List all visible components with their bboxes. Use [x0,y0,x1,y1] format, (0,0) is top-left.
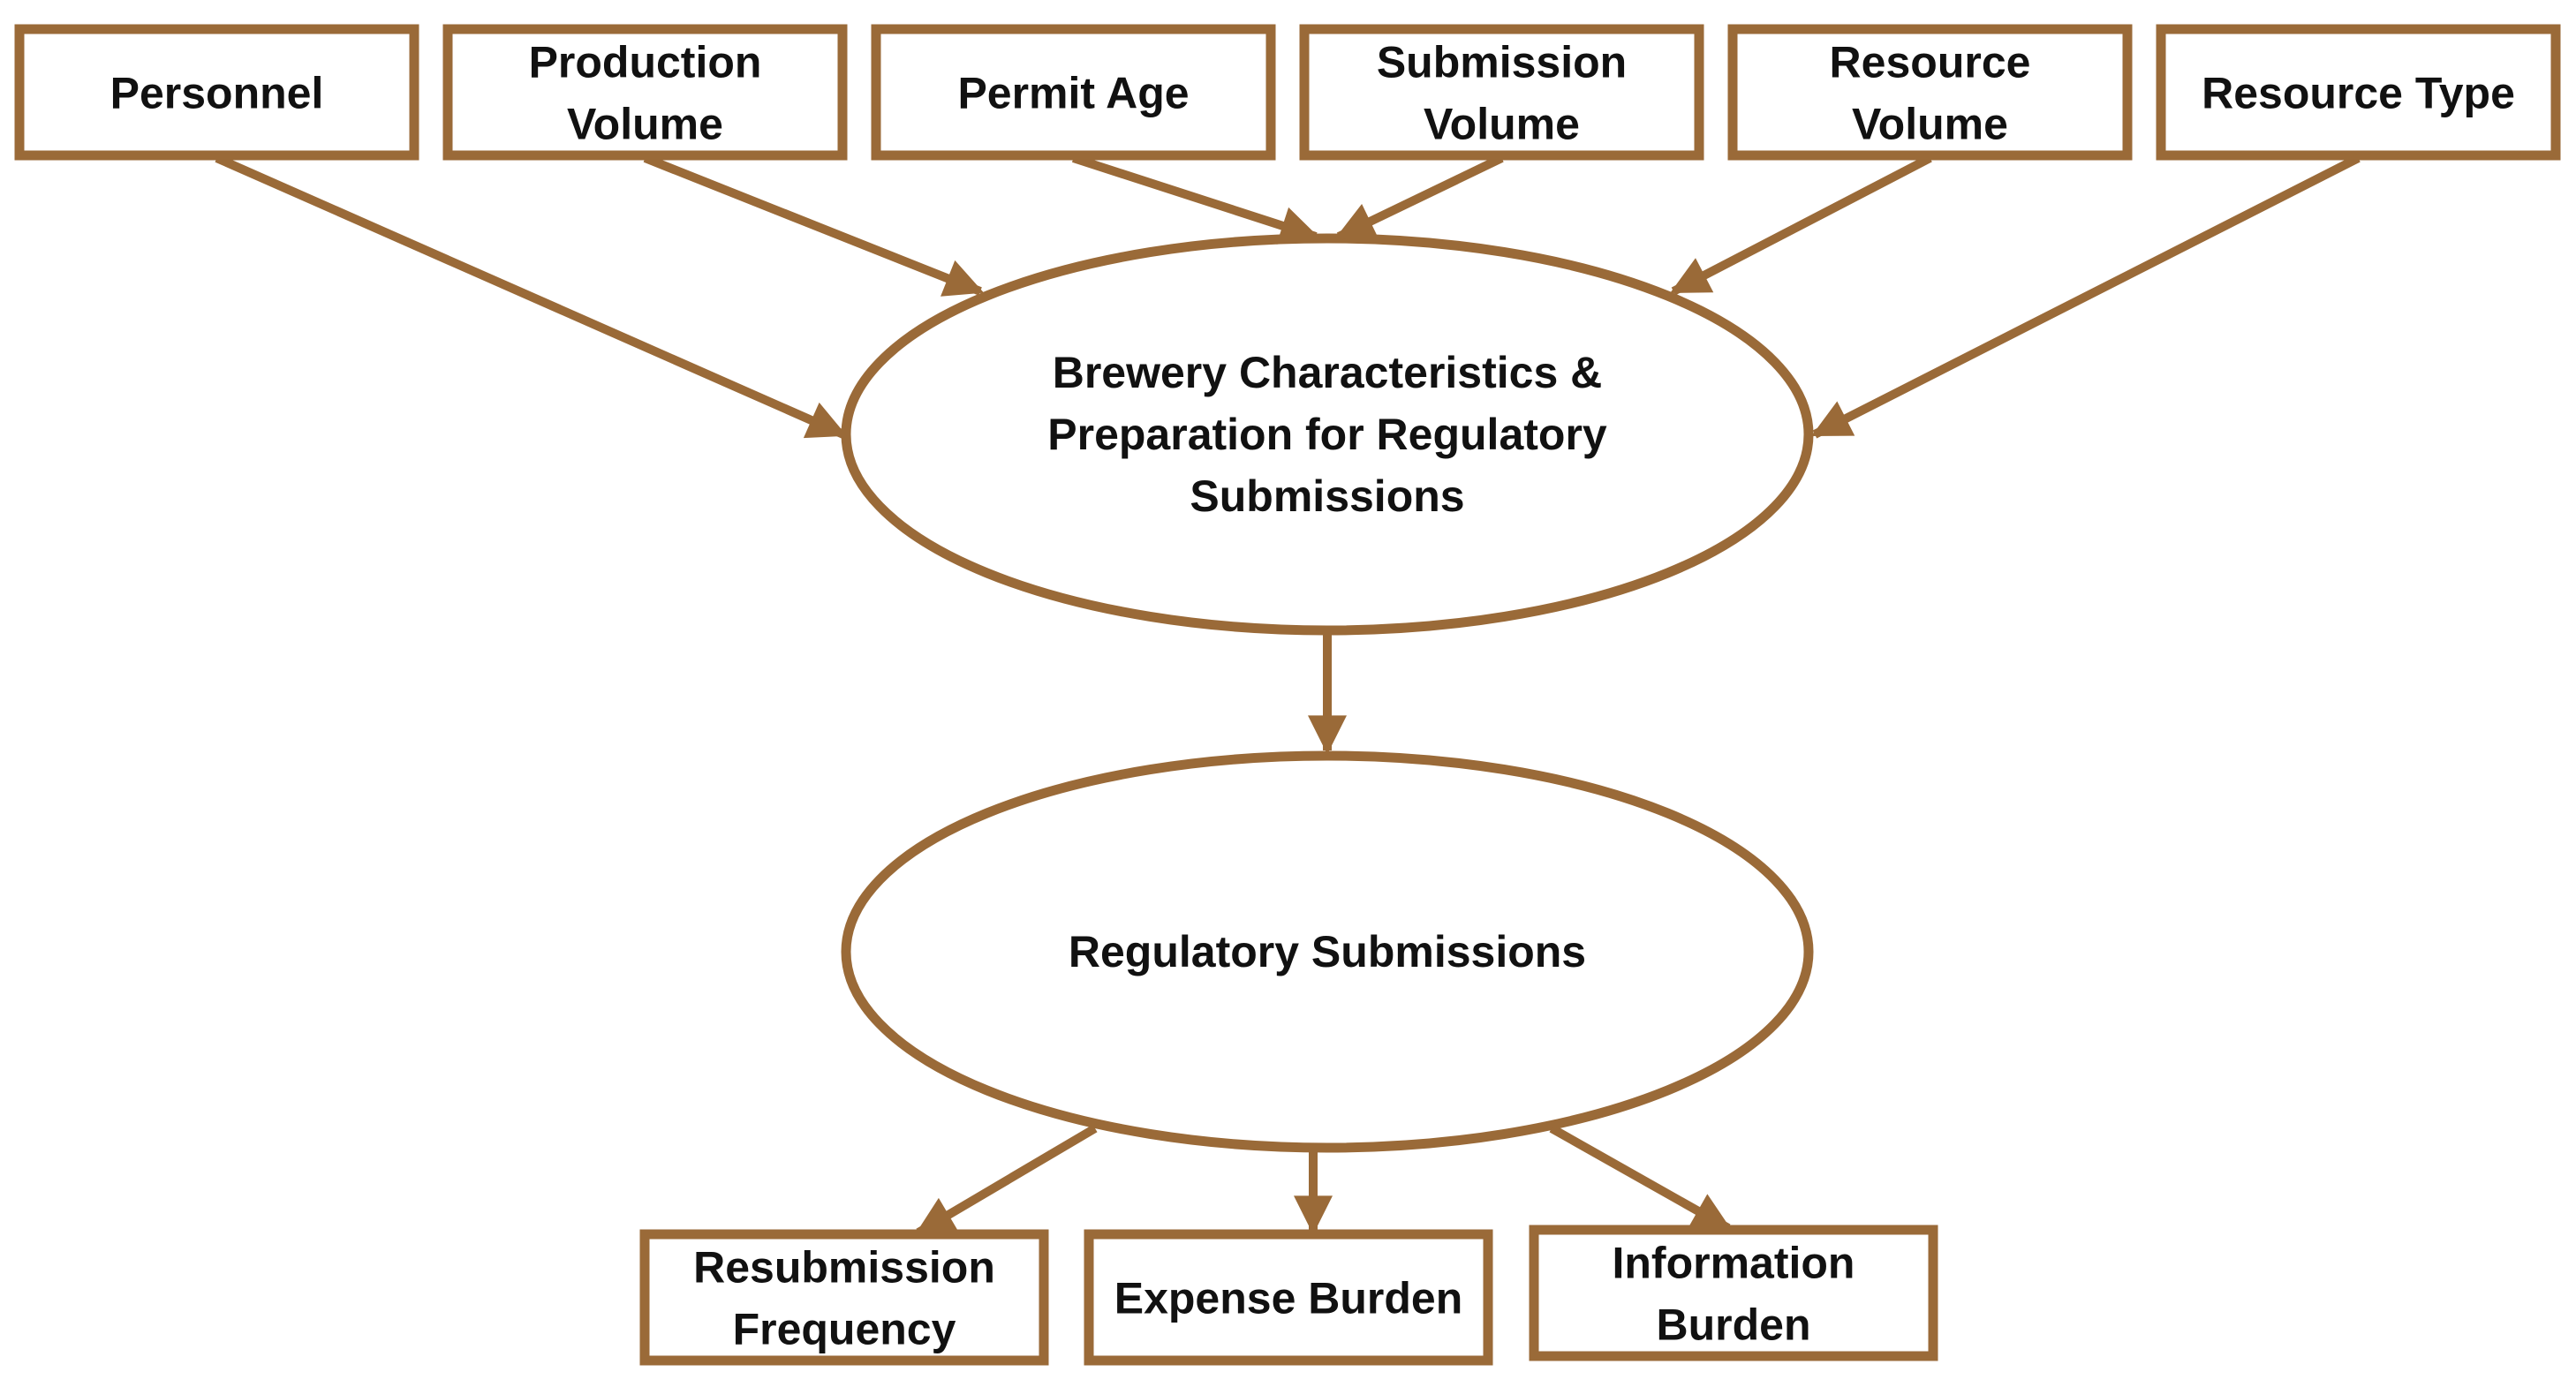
submission-volume-label-line: Submission [1377,38,1627,87]
production-volume-label-line: Production [529,38,762,87]
permit-age-label-line: Permit Age [957,69,1189,118]
resource-volume-label-line: Resource [1830,38,2031,87]
resource-type-label-line: Resource Type [2202,69,2515,118]
regulatory-submissions-label-line: Regulatory Submissions [1069,927,1586,976]
arrow-permit-age-to-central [1071,154,1320,245]
resubmission-frequency-label-line: Frequency [733,1305,956,1354]
arrow-regulatory-to-information-burden [1549,1124,1732,1232]
brewery-characteristics-label-line: Submissions [1190,471,1464,521]
arrow-production-volume-to-central [643,154,985,297]
permit-age-box [871,24,1276,161]
personnel-box [14,24,419,161]
resubmission-frequency-label-line: Resubmission [693,1243,995,1293]
arrow-resource-volume-to-central [1670,154,1932,296]
resource-type-box [2156,24,2561,161]
information-burden-label-line: Burden [1657,1300,1811,1350]
arrow-submission-volume-to-central [1335,154,1504,241]
resource-volume-box [1727,24,2133,161]
resource-volume-label-line: Volume [1852,100,2008,149]
expense-burden-label-line: Expense Burden [1114,1274,1463,1323]
information-burden-label-line: Information [1613,1239,1855,1288]
brewery-characteristics-label-line: Brewery Characteristics & [1053,348,1603,397]
regulatory-submissions-ellipse [841,750,1814,1153]
expense-burden-box [1084,1229,1493,1366]
arrow-regulatory-to-resubmission-frequency [915,1124,1098,1237]
arrow-resource-type-to-central [1811,154,2361,439]
submission-volume-box [1299,24,1704,161]
production-volume-box [442,24,848,161]
arrow-personnel-to-central [215,154,848,439]
production-volume-label-line: Volume [567,100,723,149]
information-burden-box [1529,1225,1938,1361]
resubmission-frequency-box [639,1229,1049,1366]
brewery-characteristics-label-line: Preparation for Regulatory [1047,410,1607,459]
personnel-label-line: Personnel [110,69,324,118]
submission-volume-label-line: Volume [1424,100,1580,149]
